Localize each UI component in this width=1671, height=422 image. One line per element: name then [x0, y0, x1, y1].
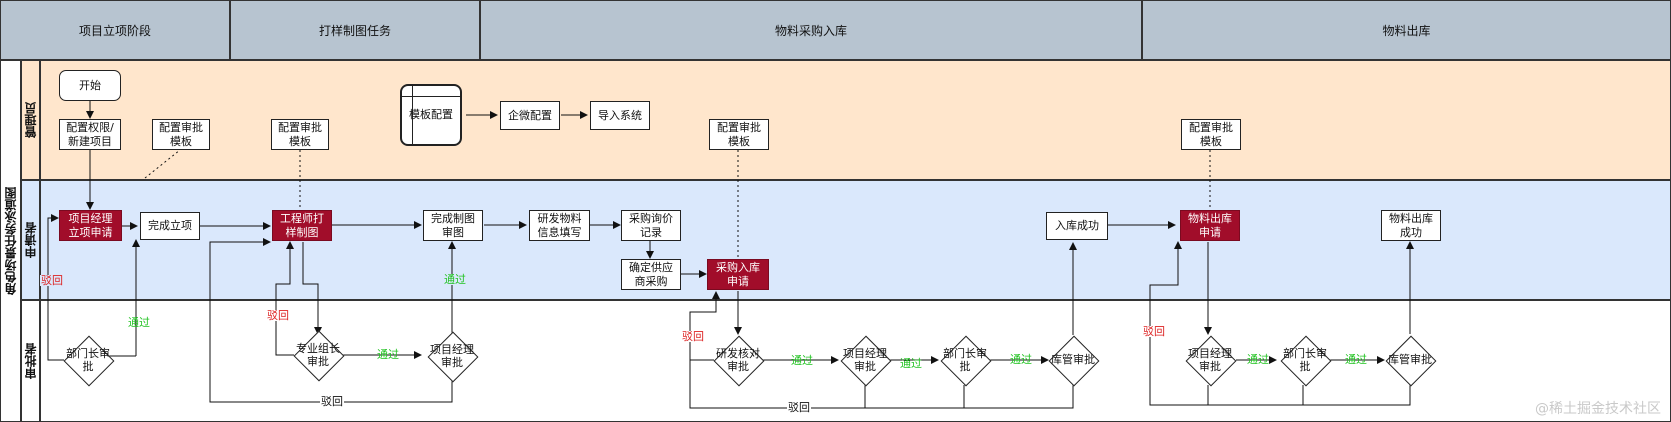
edge-label-pass: 通过	[377, 348, 399, 361]
edge-eng-group	[302, 242, 322, 335]
column-header-project-setup: 项目立项阶段	[0, 0, 230, 60]
node-purchase-inquiry: 采购询价 记录	[621, 210, 681, 241]
lane-label-applicant: 申请者	[21, 180, 40, 300]
edge-label-reject: 驳回	[787, 401, 811, 414]
decision-group-leader: 专业组长 审批	[293, 330, 345, 382]
node-outbound-success: 物料出库 成功	[1381, 210, 1441, 241]
edge-reject-3	[209, 238, 453, 403]
edge-label-reject: 驳回	[320, 395, 344, 408]
decision-rd-check: 研发核对 审批	[713, 335, 765, 387]
edge-label-reject: 驳回	[40, 274, 64, 287]
edge-label-pass: 通过	[791, 354, 813, 367]
edge-label-pass: 通过	[1010, 353, 1032, 366]
node-finish-setup: 完成立项	[140, 212, 200, 240]
decision-dept-head-1: 部门长审 批	[62, 334, 115, 387]
decision-label: 项目经理 审批	[1188, 346, 1232, 373]
edge-reject-5	[1149, 241, 1411, 406]
lane-label-admin: 管理员	[21, 60, 40, 180]
edge-label-reject: 驳回	[681, 330, 705, 343]
node-outbound-apply: 物料出库 申请	[1180, 210, 1240, 241]
node-template-config: 模板配置	[400, 84, 462, 146]
node-config-permission: 配置权限/ 新建项目	[59, 119, 121, 150]
decision-label: 部门长审 批	[66, 346, 110, 373]
decision-label: 研发核对 审批	[716, 346, 760, 373]
node-inbound-success: 入库成功	[1046, 212, 1108, 240]
node-engineer-draw: 工程师打 样制图	[272, 210, 332, 241]
edge-label-pass: 通过	[1345, 353, 1367, 366]
node-import-system: 导入系统	[590, 101, 650, 130]
start-node: 开始	[59, 70, 121, 101]
edge-label-reject: 驳回	[1142, 325, 1166, 338]
decision-label: 项目经理 审批	[430, 342, 474, 369]
node-config-template-2: 配置审批 模板	[271, 119, 329, 150]
decision-label: 部门长审 批	[943, 346, 987, 373]
decision-dept-head-2: 部门长审 批	[940, 335, 992, 387]
node-rd-material-fill: 研发物料 信息填写	[529, 210, 590, 241]
edge-reject-1	[47, 214, 64, 361]
node-pm-project-apply: 项目经理 立项申请	[59, 210, 122, 241]
decision-pm-2: 项目经理 审批	[840, 335, 892, 387]
edge-dotted-tpl1	[144, 149, 181, 179]
node-config-template-4: 配置审批 模板	[1181, 119, 1241, 150]
edge-label-pass: 通过	[900, 357, 922, 370]
decision-warehouse-1: 库管审批	[1048, 335, 1100, 387]
edge-reject-2	[275, 241, 294, 356]
column-header-drawing: 打样制图任务	[230, 0, 480, 60]
decision-label: 专业组长 审批	[296, 341, 340, 368]
template-divider-v	[412, 86, 413, 144]
node-purchase-inbound-apply: 采购入库 申请	[707, 259, 769, 290]
decision-label: 部门长审 批	[1283, 346, 1327, 373]
node-config-template-1: 配置审批 模板	[152, 119, 210, 150]
column-header-purchase: 物料采购入库	[480, 0, 1142, 60]
node-wechat-config: 企微配置	[500, 101, 560, 130]
node-template-config-label: 模板配置	[409, 108, 453, 122]
decision-label: 库管审批	[1051, 353, 1095, 367]
node-confirm-supplier: 确定供应 商采购	[621, 259, 681, 290]
decision-label: 库管审批	[1388, 353, 1432, 367]
decision-pm-3: 项目经理 审批	[1185, 335, 1237, 387]
edge-label-pass: 通过	[128, 316, 150, 329]
edge-label-pass: 通过	[443, 273, 467, 286]
template-divider-h	[402, 96, 460, 97]
node-finish-drawing: 完成制图 审图	[423, 210, 483, 241]
edge-label-pass: 通过	[1247, 353, 1269, 366]
node-config-template-3: 配置审批 模板	[709, 119, 769, 150]
decision-warehouse-2: 库管审批	[1385, 335, 1437, 387]
watermark: @稀土掘金技术社区	[1535, 401, 1661, 417]
edge-label-reject: 驳回	[266, 309, 290, 322]
decision-pm-1: 项目经理 审批	[427, 331, 479, 383]
decision-label: 项目经理 审批	[843, 346, 887, 373]
decision-dept-head-3: 部门长审 批	[1280, 335, 1332, 387]
